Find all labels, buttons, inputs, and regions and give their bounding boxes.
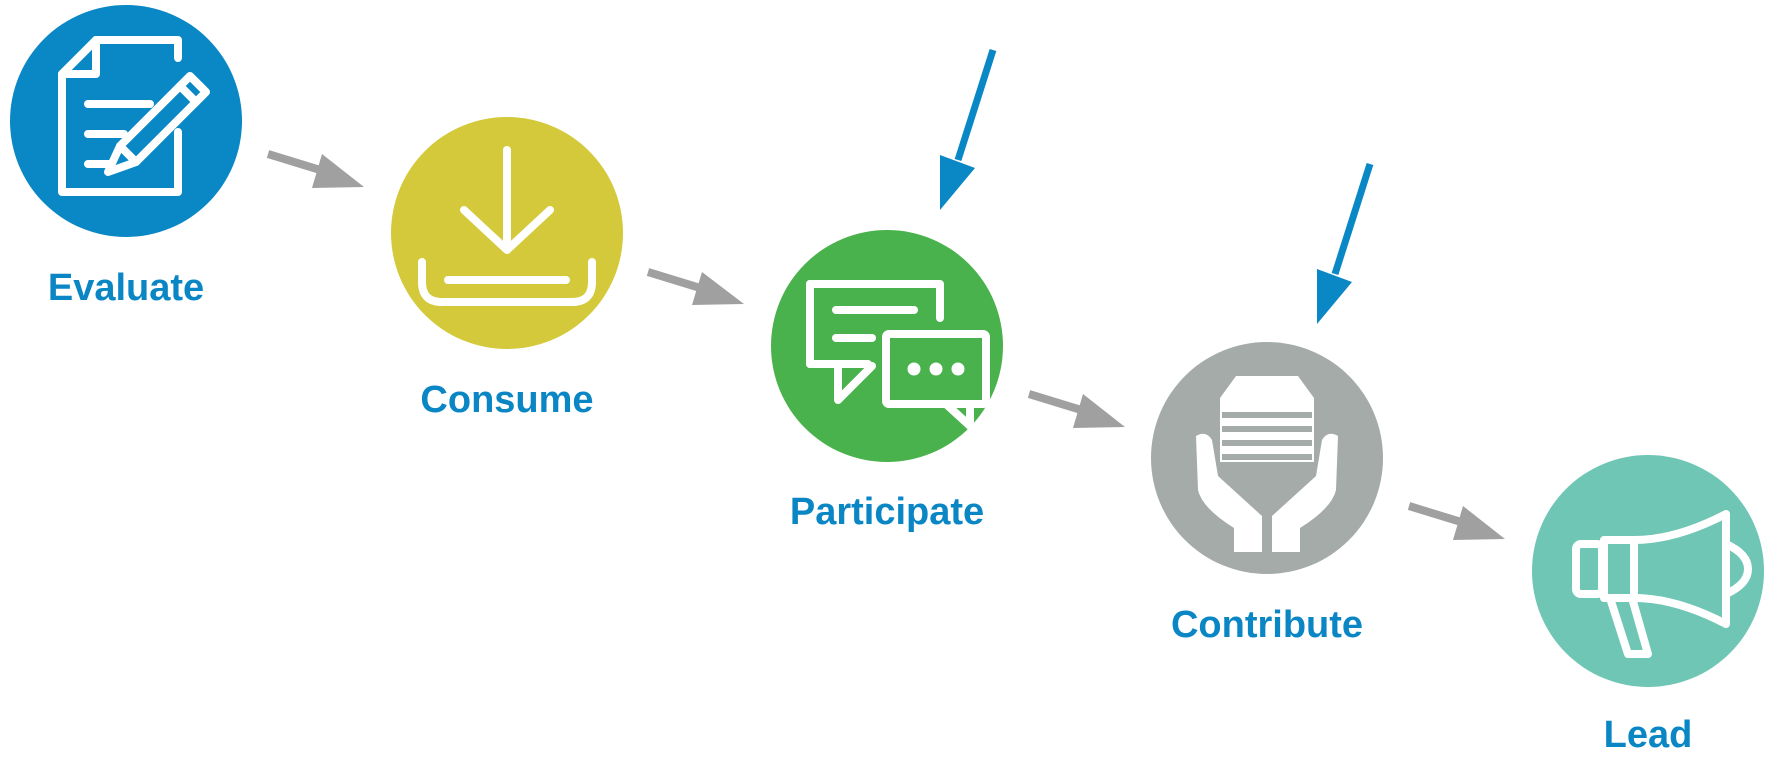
flow-arrow-evaluate-to-consume xyxy=(266,150,364,188)
stage-label-consume: Consume xyxy=(420,379,594,421)
stage-label-evaluate: Evaluate xyxy=(47,267,205,309)
stage-circle-lead xyxy=(1532,455,1764,687)
document-pencil-icon xyxy=(58,36,210,196)
download-tray-icon xyxy=(418,146,596,306)
flow-arrow-contribute-to-lead xyxy=(1407,502,1505,540)
highlight-arrow-participate xyxy=(940,48,997,210)
hands-offering-icon xyxy=(1196,376,1338,552)
stage-label-participate: Participate xyxy=(789,491,985,533)
megaphone-icon xyxy=(1572,510,1752,658)
stage-label-lead: Lead xyxy=(1603,714,1693,756)
highlight-arrow-contribute xyxy=(1317,162,1374,324)
stage-label-contribute: Contribute xyxy=(1170,604,1364,646)
chat-bubbles-icon xyxy=(806,280,990,430)
flow-arrow-participate-to-contribute xyxy=(1027,390,1125,428)
flow-arrow-consume-to-participate xyxy=(646,268,744,305)
